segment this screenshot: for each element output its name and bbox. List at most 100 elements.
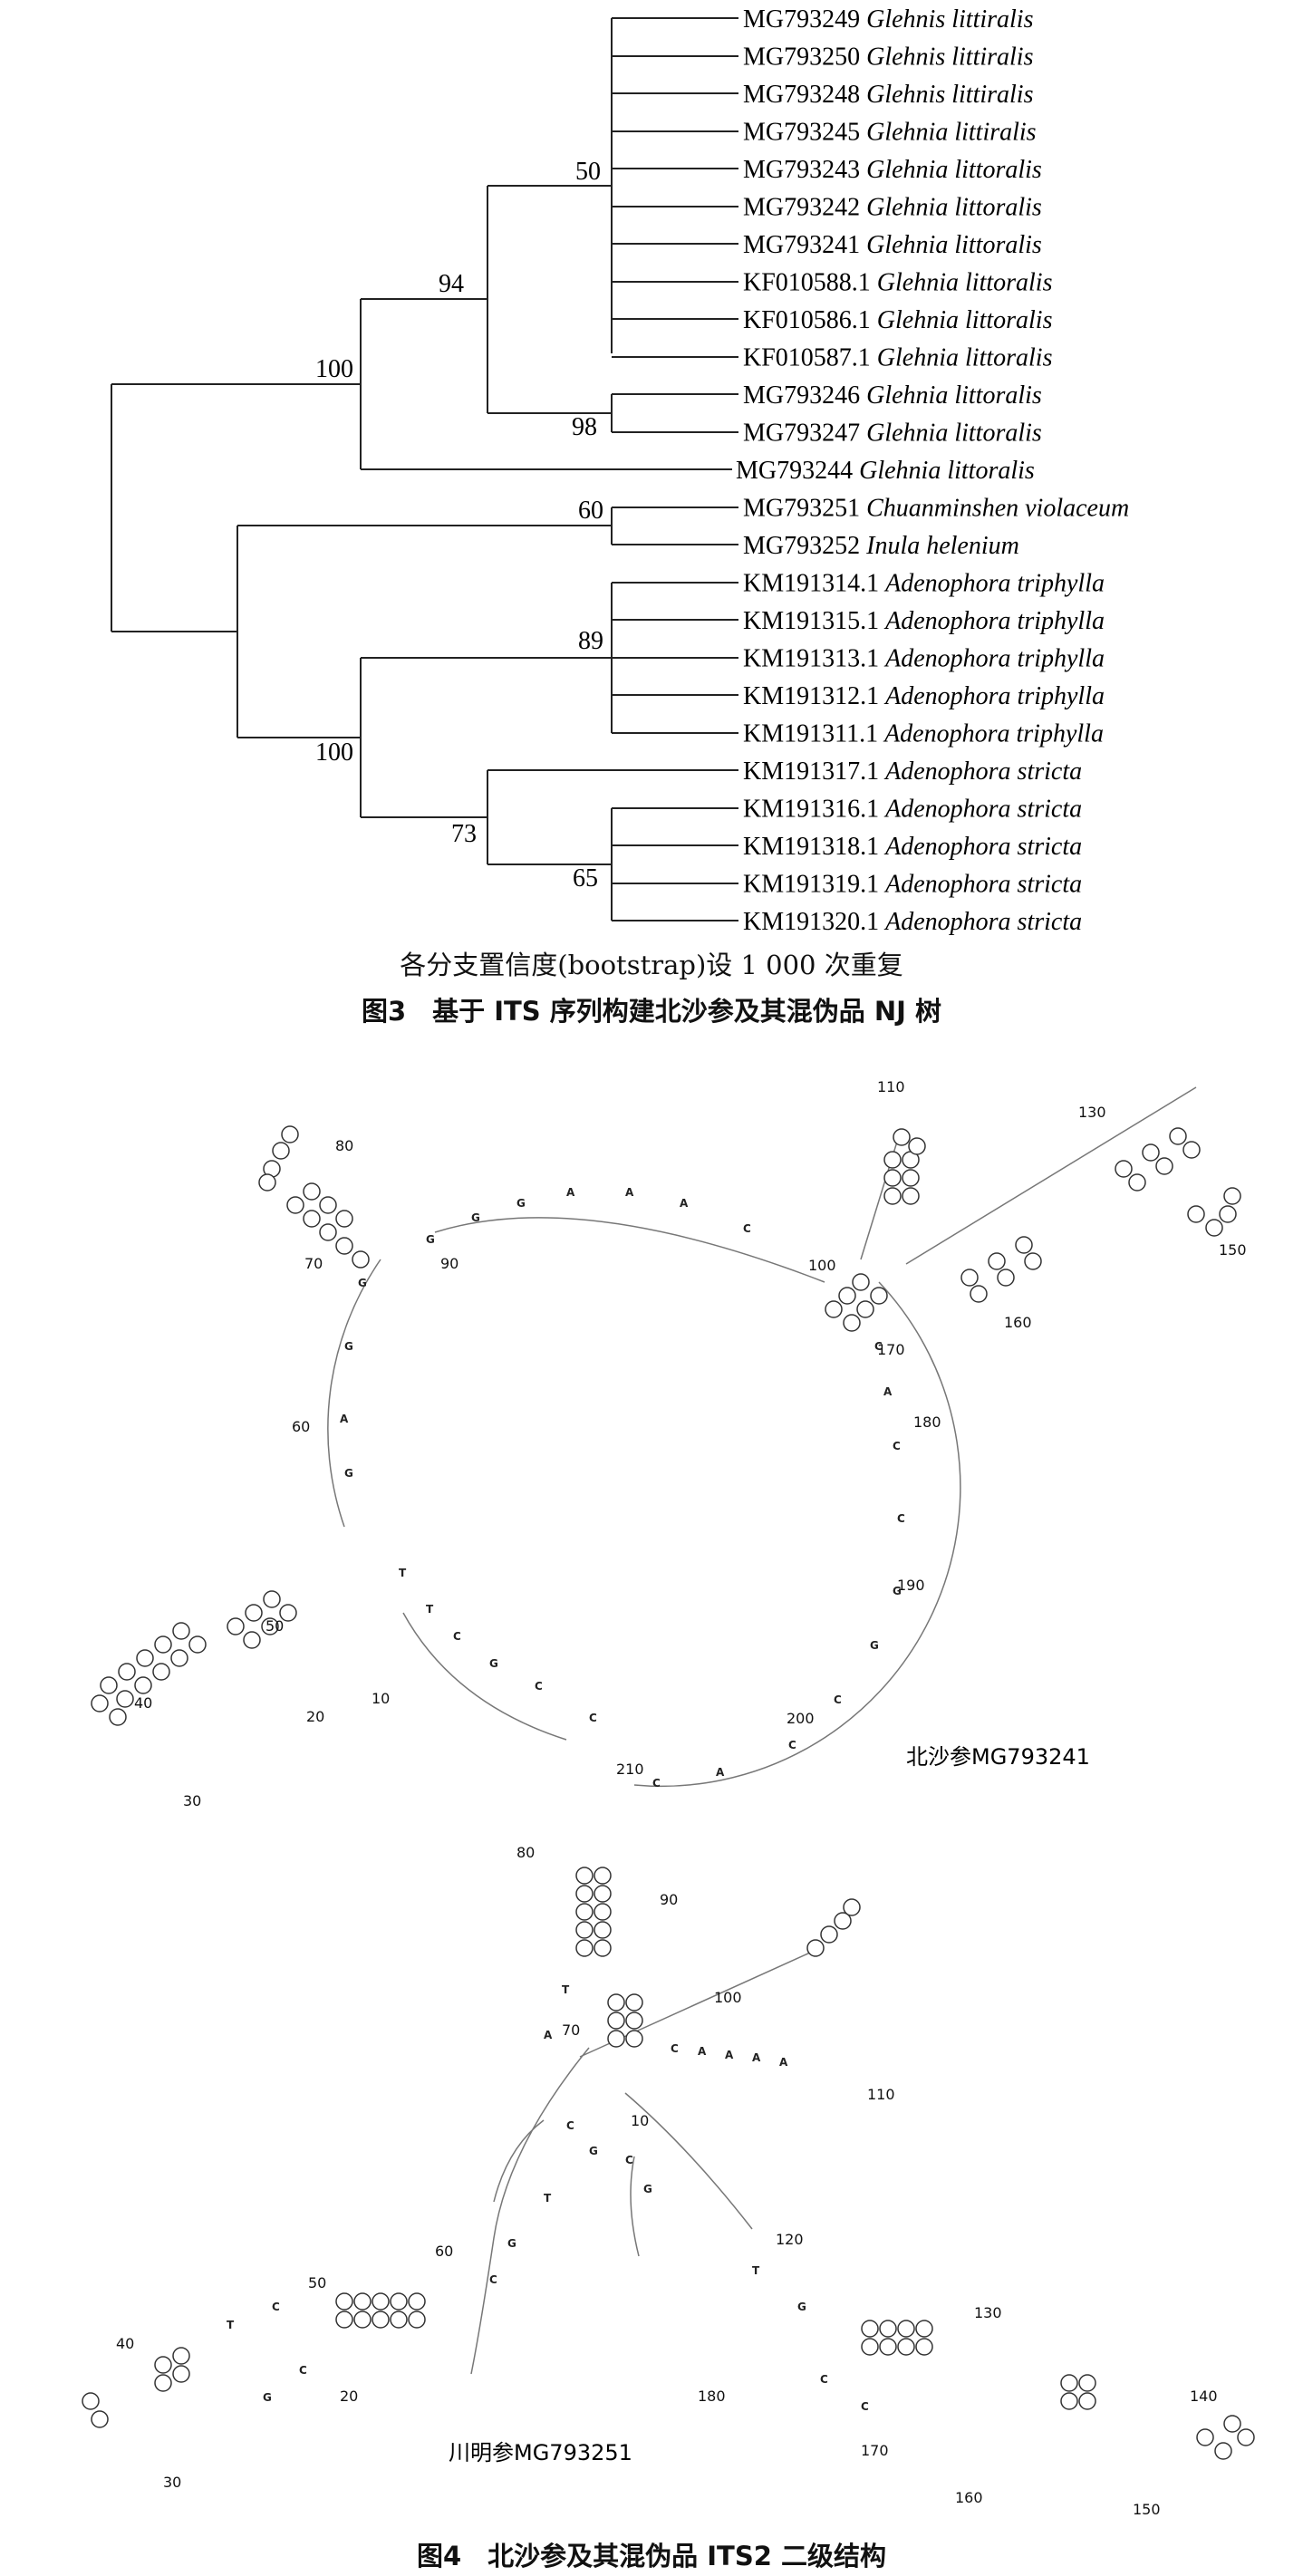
leaf-accession: KM191314.1	[743, 570, 885, 598]
helices	[82, 1867, 1255, 2460]
svg-text:G: G	[344, 1340, 353, 1353]
svg-text:C: C	[788, 1739, 796, 1751]
leaf-species: Adenophora triphylla	[883, 645, 1105, 673]
tree-leaf-label: KM191317.1 Adenophora stricta	[743, 757, 1082, 786]
svg-text:A: A	[725, 2049, 734, 2061]
svg-text:T: T	[426, 1603, 434, 1616]
structure-label: 北沙参MG793241	[906, 1744, 1090, 1770]
leaf-accession: KM191313.1	[743, 645, 885, 673]
svg-text:C: C	[874, 1340, 883, 1353]
svg-text:T: T	[562, 1983, 570, 1996]
tree-leaf-label: KM191318.1 Adenophora stricta	[743, 833, 1082, 861]
svg-text:T: T	[399, 1567, 407, 1579]
tree-leaf-label: MG793252 Inula helenium	[743, 532, 1019, 560]
tree-leaf-label: MG793250 Glehnis littiralis	[743, 43, 1034, 72]
leaf-accession: MG793248	[743, 81, 866, 109]
tree-leaf-label: MG793248 Glehnis littiralis	[743, 81, 1034, 109]
leaf-accession: MG793247	[743, 420, 866, 448]
svg-text:C: C	[453, 1630, 461, 1643]
position-label: 80	[335, 1137, 353, 1154]
leaf-species: Glehnia littoralis	[877, 269, 1053, 297]
tree-leaf-label: MG793244 Glehnia littoralis	[736, 457, 1035, 485]
svg-text:C: C	[893, 1440, 901, 1452]
position-label: 160	[1004, 1314, 1032, 1331]
leaf-species: Glehnia littoralis	[866, 231, 1042, 259]
leaf-accession: MG793252	[743, 532, 866, 560]
figure4-caption: 图4 北沙参及其混伪品 ITS2 二级结构	[416, 2541, 886, 2571]
position-label: 160	[955, 2489, 983, 2506]
leaf-species: Glehnia littiralis	[866, 119, 1037, 147]
tree-branches	[111, 17, 738, 921]
bootstrap-value: 100	[315, 738, 353, 767]
tree-leaf-label: KM191316.1 Adenophora stricta	[743, 796, 1082, 824]
svg-text:C: C	[743, 1222, 751, 1235]
leaf-species: Adenophora triphylla	[883, 570, 1105, 598]
position-label: 130	[1078, 1104, 1106, 1121]
leaf-species: Chuanminshen violaceum	[866, 495, 1129, 523]
leaf-accession: KM191317.1	[743, 757, 885, 786]
tree-leaf-label: KM191313.1 Adenophora triphylla	[743, 645, 1105, 673]
leaf-accession: KM191312.1	[743, 682, 885, 710]
backbone	[470, 1947, 821, 2375]
svg-text:A: A	[680, 1197, 689, 1210]
tree-leaf-label: MG793243 Glehnia littoralis	[743, 156, 1042, 184]
position-label: 130	[974, 2304, 1002, 2321]
svg-text:G: G	[489, 1657, 498, 1670]
position-label: 20	[340, 2388, 358, 2405]
leaf-accession: MG793244	[736, 457, 859, 485]
leaf-species: Glehnia littoralis	[866, 420, 1042, 448]
figure3-caption: 图3 基于 ITS 序列构建北沙参及其混伪品 NJ 树	[361, 996, 942, 1027]
leaf-species: Adenophora stricta	[883, 908, 1082, 936]
bootstrap-value: 65	[573, 864, 598, 892]
tree-leaf-label: KM191311.1 Adenophora triphylla	[743, 720, 1104, 748]
leaf-species: Adenophora stricta	[883, 757, 1082, 786]
leaf-accession: KM191318.1	[743, 833, 885, 861]
position-label: 110	[877, 1078, 905, 1095]
position-label: 150	[1133, 2501, 1161, 2518]
tree-leaf-label: KM191319.1 Adenophora stricta	[743, 871, 1082, 899]
position-label: 180	[913, 1413, 941, 1431]
leaf-accession: KF010587.1	[743, 344, 877, 372]
svg-text:G: G	[344, 1467, 353, 1480]
position-label: 120	[776, 2231, 804, 2248]
svg-text:A: A	[752, 2051, 761, 2064]
svg-text:T: T	[227, 2319, 235, 2331]
position-label: 30	[163, 2474, 181, 2491]
leaf-species: Adenophora stricta	[883, 871, 1082, 899]
leaf-species: Glehnia littoralis	[866, 381, 1042, 410]
svg-text:A: A	[698, 2045, 707, 2058]
tree-leaf-label: MG793241 Glehnia littoralis	[743, 231, 1042, 259]
svg-text:G: G	[870, 1639, 879, 1652]
position-label: 110	[867, 2086, 895, 2103]
svg-text:G: G	[263, 2391, 272, 2404]
svg-text:A: A	[566, 1186, 575, 1199]
svg-text:C: C	[489, 2273, 497, 2286]
svg-text:C: C	[671, 2042, 679, 2055]
leaf-species: Adenophora triphylla	[883, 607, 1105, 635]
svg-text:G: G	[893, 1585, 902, 1597]
position-label: 10	[631, 2112, 649, 2129]
leaf-accession: MG793249	[743, 5, 866, 34]
bootstrap-value: 100	[315, 355, 353, 383]
svg-text:C: C	[652, 1777, 661, 1790]
tree-leaf-label: KF010587.1 Glehnia littoralis	[743, 344, 1053, 372]
leaf-accession: MG793251	[743, 495, 866, 523]
leaf-species: Glehnia littoralis	[877, 344, 1053, 372]
leaf-accession: MG793243	[743, 156, 866, 184]
position-label: 170	[861, 2442, 889, 2459]
leaf-species: Adenophora triphylla	[883, 720, 1104, 748]
svg-text:A: A	[625, 1186, 634, 1199]
leaf-accession: MG793246	[743, 381, 866, 410]
bootstrap-note: 各分支置信度(bootstrap)设 1 000 次重复	[400, 950, 903, 980]
position-label: 40	[134, 1694, 152, 1712]
svg-text:A: A	[340, 1413, 349, 1425]
position-label: 150	[1219, 1241, 1247, 1259]
leaf-species: Glehnia littoralis	[866, 156, 1042, 184]
position-label: 90	[440, 1255, 458, 1272]
leaf-accession: MG793250	[743, 43, 866, 72]
tree-leaf-label: KF010588.1 Glehnia littoralis	[743, 269, 1053, 297]
